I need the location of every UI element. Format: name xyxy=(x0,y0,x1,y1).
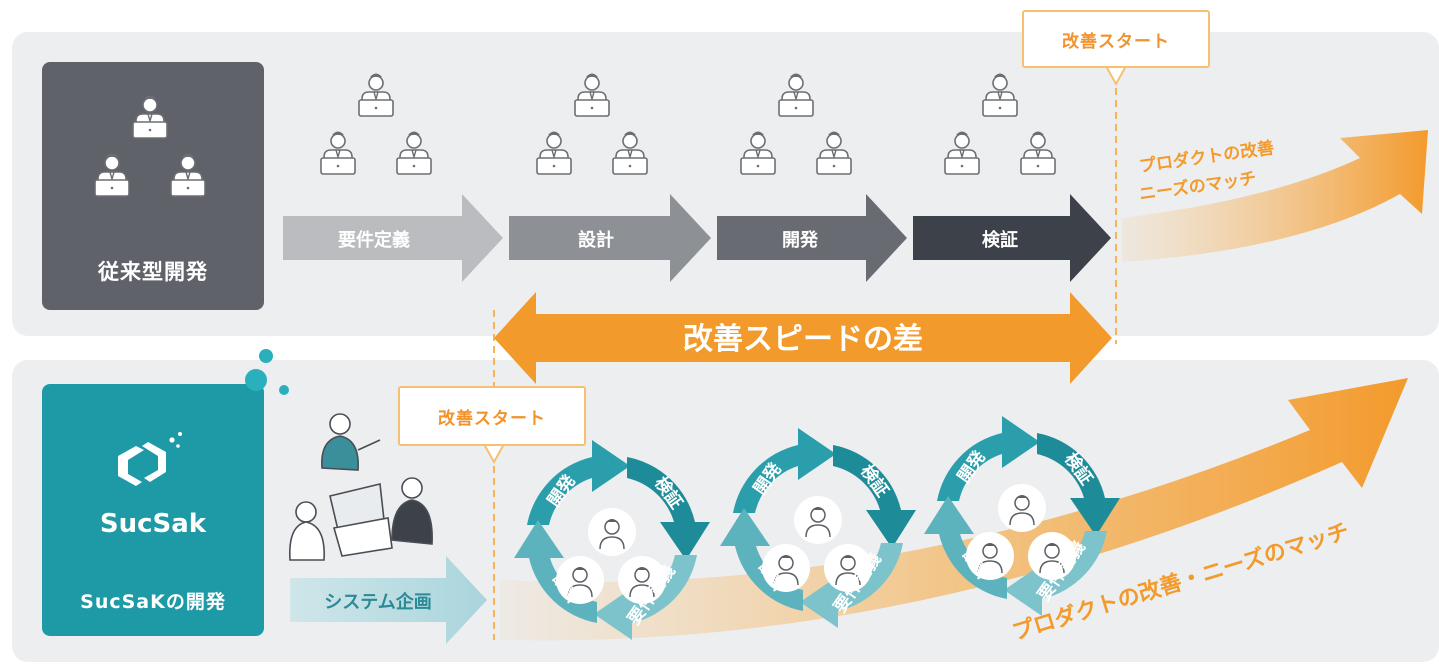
speed-gap-label: 改善スピードの差 xyxy=(683,322,923,357)
sucsak-label: SucSaKの開発 xyxy=(80,591,226,613)
verification-team-icon xyxy=(945,74,1055,175)
step-label-development: 開発 xyxy=(782,229,819,251)
step-arrow-requirements xyxy=(283,194,503,282)
decor-dot xyxy=(259,349,273,363)
sucsak-start-label: 改善スタート xyxy=(438,408,546,429)
decor-dot xyxy=(245,369,267,391)
step-label-design: 設計 xyxy=(578,229,614,251)
requirements-team-icon xyxy=(321,74,431,175)
design-team-icon xyxy=(537,74,647,175)
traditional-start-label: 改善スタート xyxy=(1062,31,1170,52)
planning-arrow xyxy=(290,556,487,644)
traditional-callout-pointer xyxy=(1104,65,1128,87)
traditional-outcome-arrow xyxy=(1122,130,1428,262)
step-label-verification: 検証 xyxy=(982,229,1018,251)
sucsak-label-box: SucSaKの開発 xyxy=(42,384,264,636)
step-arrow-development xyxy=(717,194,907,282)
sucsak-logo-text: SucSak xyxy=(100,509,207,539)
sucsak-logo-icon xyxy=(118,432,182,486)
traditional-label: 従来型開発 xyxy=(98,260,208,284)
sucsak-start-callout: 改善スタート xyxy=(398,386,586,446)
planning-label: システム企画 xyxy=(324,591,431,613)
development-team-icon xyxy=(741,74,851,175)
traditional-start-callout: 改善スタート xyxy=(1022,10,1210,68)
traditional-label-box: 従来型開発 xyxy=(42,62,264,310)
step-label-requirements: 要件定義 xyxy=(338,229,410,251)
sucsak-callout-pointer xyxy=(482,443,506,465)
step-arrow-design xyxy=(509,194,711,282)
team-icon xyxy=(95,96,205,197)
decor-dot xyxy=(279,385,289,395)
step-arrow-verification xyxy=(913,194,1111,282)
meeting-illustration xyxy=(289,413,433,561)
speed-gap-arrow xyxy=(494,292,1112,384)
